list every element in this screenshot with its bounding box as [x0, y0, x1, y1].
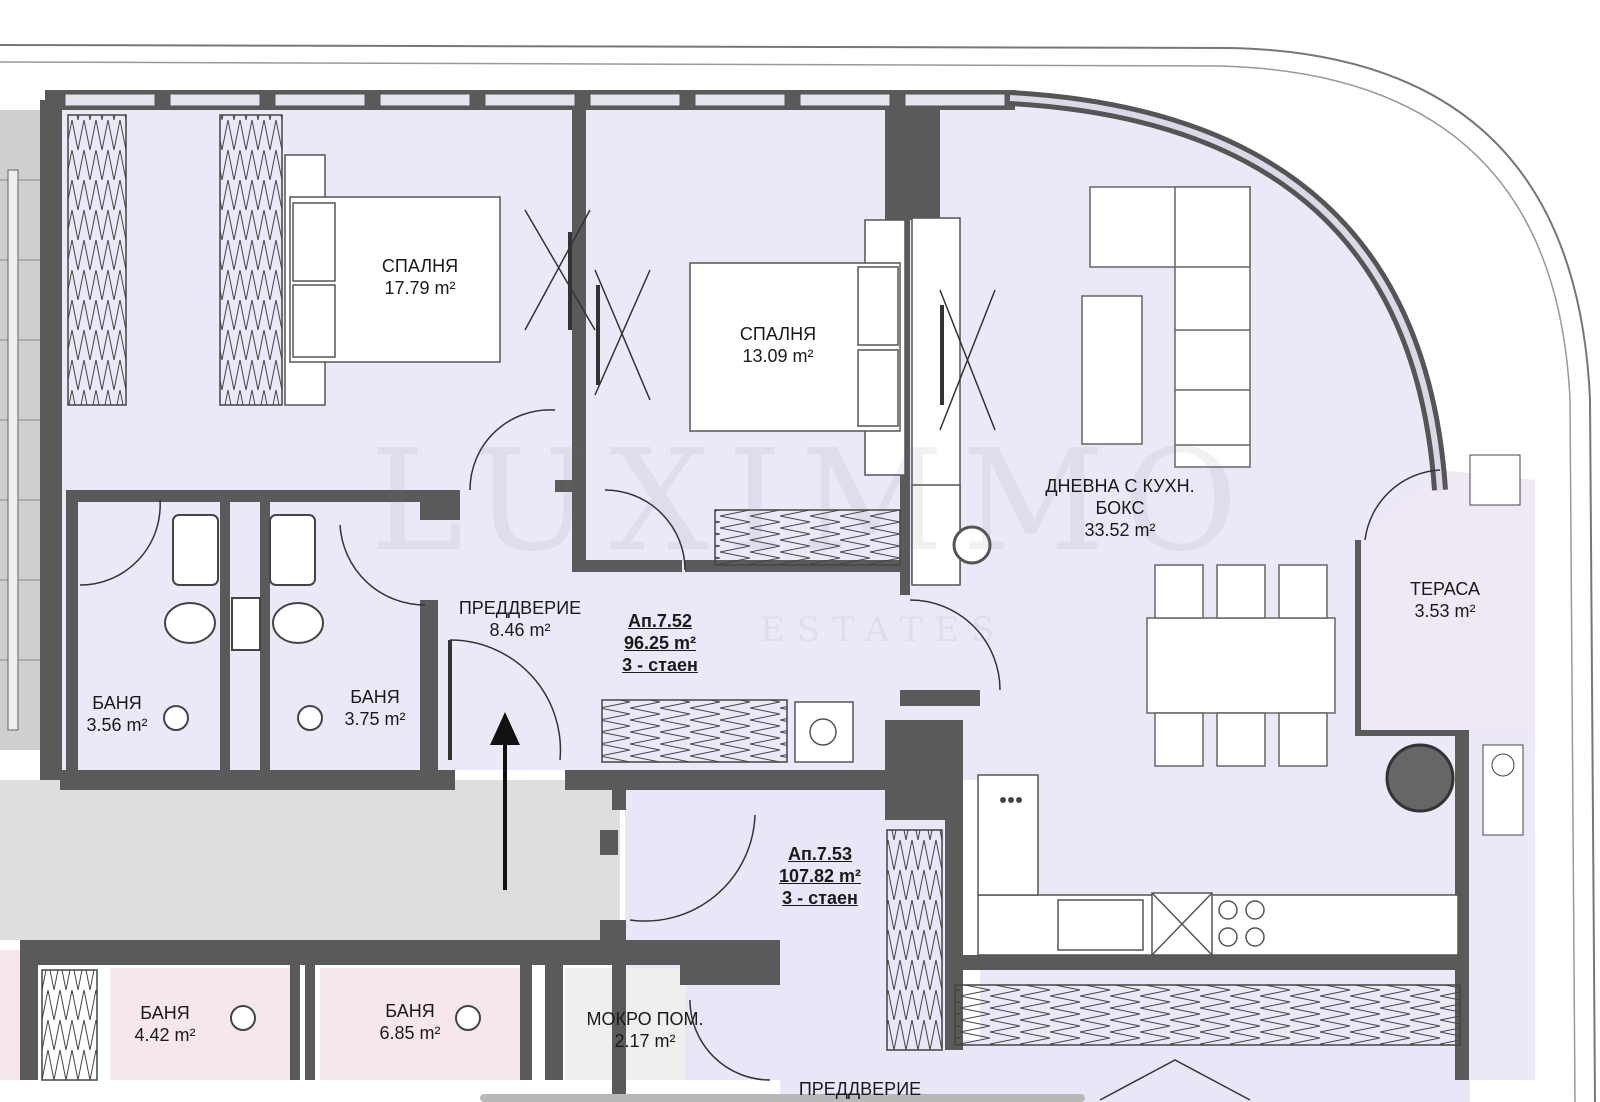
room-label-bath-4: БАНЯ 6.85 m²	[365, 1000, 455, 1044]
room-name: БАНЯ	[385, 1001, 435, 1021]
round-table-small	[952, 525, 992, 565]
room-label-living: ДНЕВНА С КУХН. БОКС 33.52 m²	[1010, 475, 1230, 541]
sofa	[1089, 186, 1251, 468]
room-name: БАНЯ	[140, 1003, 190, 1023]
room-name: БАНЯ	[350, 687, 400, 707]
coffee-table	[1081, 295, 1143, 445]
terrace-vent	[1469, 454, 1521, 506]
bath-4-area	[320, 968, 520, 1080]
bathroom-fixtures	[163, 514, 481, 1031]
room-area: 3.56 m²	[86, 715, 148, 735]
dining-set	[1146, 564, 1336, 767]
room-label-bath-2: БАНЯ 3.75 m²	[330, 686, 420, 730]
bed-2	[689, 219, 906, 476]
watermark-tagline: ESTATES	[760, 610, 1007, 650]
washing-machine	[794, 701, 854, 763]
room-area: 8.46 m²	[489, 620, 551, 640]
left-wall	[40, 100, 62, 780]
closet-column	[911, 217, 961, 586]
apartment-area: 96.25 m²	[623, 633, 697, 653]
common-corridor	[0, 780, 620, 940]
apartment-type: 3 - стаен	[782, 888, 858, 908]
room-name: СПАЛНЯ	[381, 256, 459, 276]
ac-unit	[1482, 744, 1524, 836]
room-area: 4.42 m²	[134, 1025, 196, 1045]
terrace-area	[1360, 470, 1535, 730]
kitchen-counter	[977, 774, 1459, 956]
room-label-terrace: ТЕРАСА 3.53 m²	[1380, 578, 1510, 622]
curved-facade-glass	[1009, 95, 1443, 491]
room-label-wet-room: МОКРО ПОМ. 2.17 m²	[575, 1008, 715, 1052]
room-name: БАНЯ	[92, 693, 142, 713]
scrollbar-thumb[interactable]	[480, 1094, 1085, 1102]
apartment-area: 107.82 m²	[778, 866, 862, 886]
room-area: 2.17 m²	[614, 1031, 676, 1051]
apartment-label-752: Ап.7.52 96.25 m² 3 - стаен	[600, 610, 720, 676]
balcony-outline	[0, 44, 1596, 1102]
room-area: 3.75 m²	[344, 709, 406, 729]
room-name: ДНЕВНА С КУХН.	[1045, 476, 1195, 496]
left-wall-light	[7, 169, 19, 731]
room-area: 33.52 m²	[1084, 520, 1156, 540]
room-label-bedroom-2: СПАЛНЯ 13.09 m²	[708, 323, 848, 367]
terrace-planter	[1385, 743, 1455, 813]
room-label-bedroom-1: СПАЛНЯ 17.79 m²	[350, 255, 490, 299]
stair-strip	[0, 110, 40, 750]
room-label-hall: ПРЕДДВЕРИЕ 8.46 m²	[440, 597, 600, 641]
watermark-brand: LUXIMMO	[370, 420, 1256, 583]
room-name-2: БОКС	[1095, 498, 1145, 518]
room-area: 6.85 m²	[379, 1023, 441, 1043]
apartment-id: Ап.7.53	[788, 844, 852, 864]
room-area: 17.79 m²	[384, 278, 456, 298]
door-leaves	[448, 232, 944, 760]
room-name: СПАЛНЯ	[739, 324, 817, 344]
door-swings	[79, 209, 1441, 1101]
room-area: 13.09 m²	[742, 346, 814, 366]
bath-3-area	[110, 968, 290, 1080]
room-name: ПРЕДДВЕРИЕ	[798, 1079, 922, 1099]
room-name: ПРЕДДВЕРИЕ	[458, 598, 582, 618]
room-label-bath-1: БАНЯ 3.56 m²	[72, 692, 162, 736]
wardrobes	[41, 114, 1461, 1081]
room-area: 3.53 m²	[1414, 601, 1476, 621]
ac-fan	[1491, 753, 1515, 777]
stair-steps	[0, 179, 40, 661]
interior-walls	[20, 110, 1469, 1100]
entry-arrow-icon	[490, 712, 520, 890]
balcony-inner-line	[0, 61, 1576, 1102]
apartment-type: 3 - стаен	[622, 655, 698, 675]
room-name: ТЕРАСА	[1409, 579, 1481, 599]
apartment-label-753: Ап.7.53 107.82 m² 3 - стаен	[760, 843, 880, 909]
hob-dots	[1000, 797, 1022, 803]
window-frames	[64, 93, 1006, 107]
apartment-id: Ап.7.52	[628, 611, 692, 631]
room-label-hall-2: ПРЕДДВЕРИЕ	[780, 1078, 940, 1100]
room-label-bath-3: БАНЯ 4.42 m²	[120, 1002, 210, 1046]
bed-1	[284, 154, 501, 406]
room-name: МОКРО ПОМ.	[586, 1009, 704, 1029]
